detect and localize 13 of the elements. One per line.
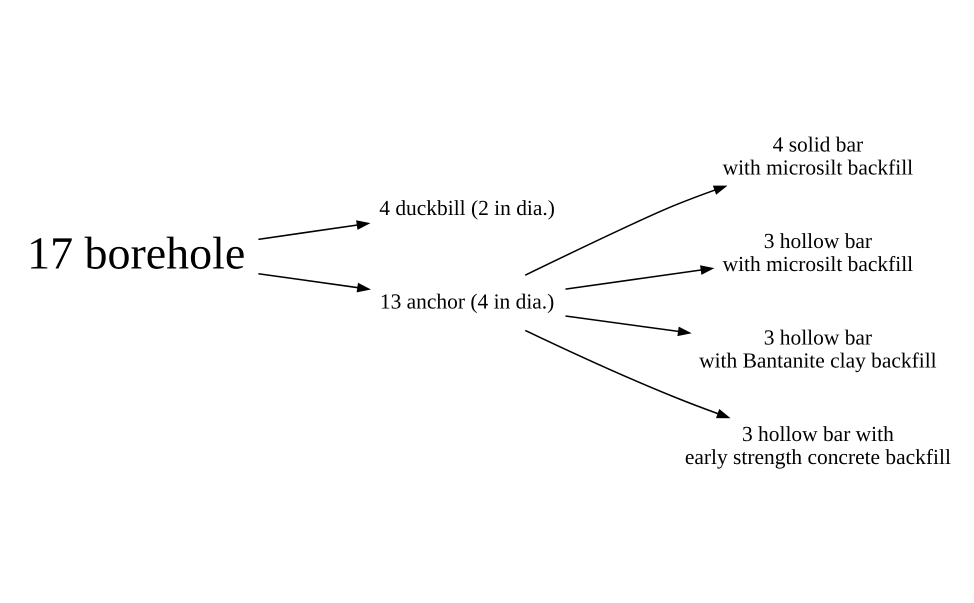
arrow	[258, 272, 371, 292]
node-text: 3 hollow bar with early strength concrete backfill	[684, 421, 951, 468]
node-text: 4 duckbill (2 in dia.)	[379, 195, 555, 220]
node-text: 3 hollow bar with Bantanite clay backfill	[699, 324, 937, 372]
node-text: 13 anchor (4 in dia.)	[380, 288, 554, 313]
arrow	[565, 314, 692, 336]
arrow	[565, 264, 714, 290]
node-text: 17 borehole	[27, 226, 246, 278]
arrow	[524, 329, 731, 418]
arrow	[524, 185, 728, 276]
arrow	[258, 220, 370, 240]
node-text: 3 hollow bar with microsilt backfill	[722, 228, 914, 276]
node-text: 4 solid bar with microsilt backfill	[722, 132, 914, 179]
